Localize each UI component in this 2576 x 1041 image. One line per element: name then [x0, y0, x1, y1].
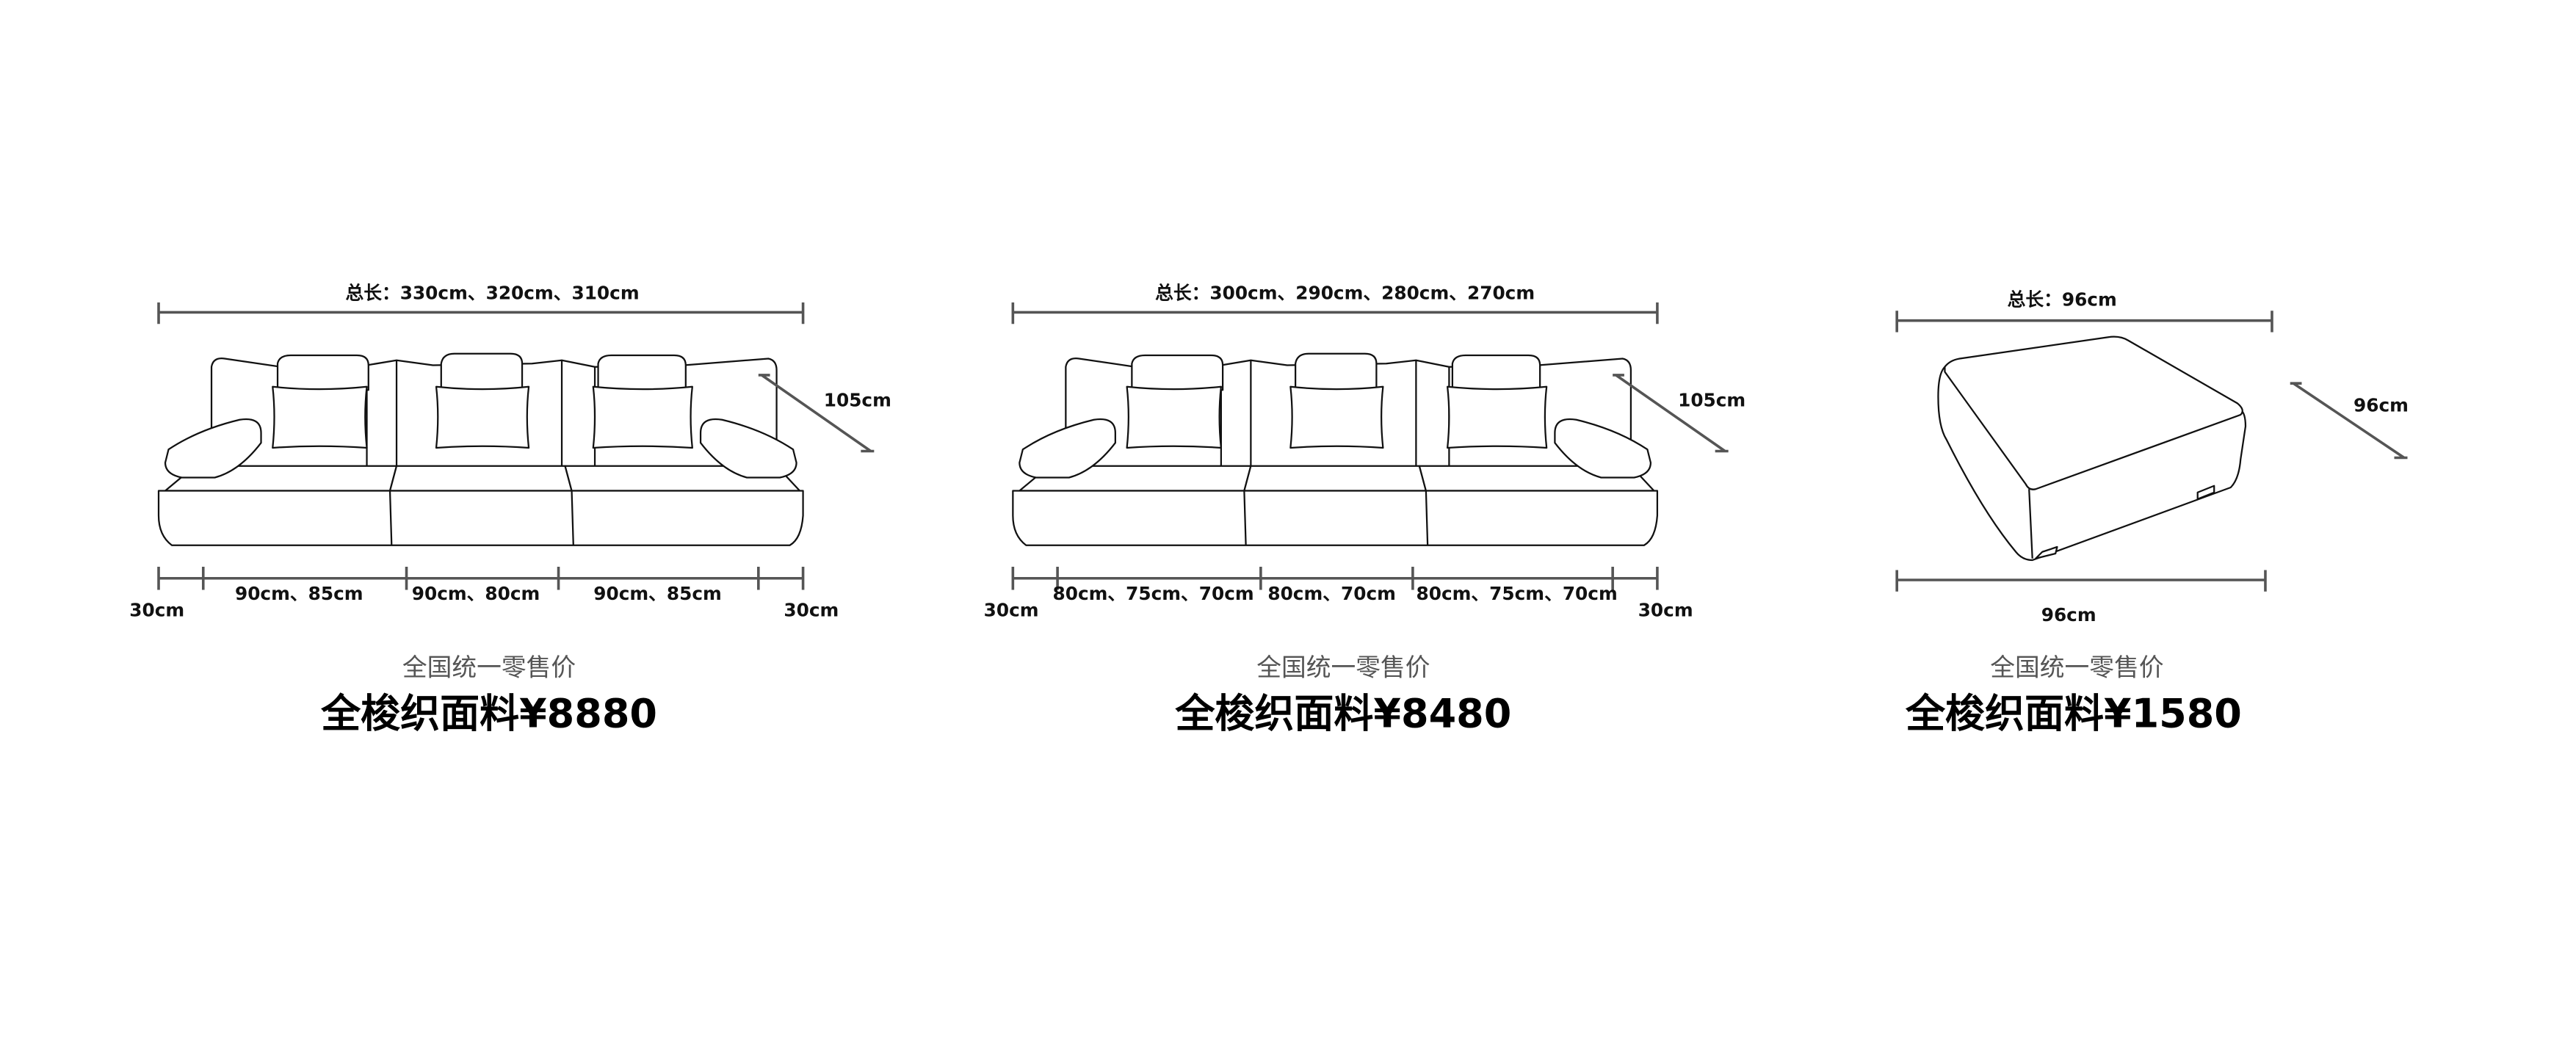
product-sofa-300: 总长：300cm、290cm、280cm、270cm 105cm 30cm 80…	[984, 282, 1746, 736]
segment-dimension-line	[157, 567, 805, 590]
width-dimension-line	[1895, 570, 2267, 592]
segment-label: 80cm、70cm	[1267, 583, 1396, 604]
sofa-drawing	[1012, 352, 1659, 546]
price: 全梭织面料¥8880	[320, 690, 657, 736]
depth-label: 105cm	[1678, 390, 1745, 411]
segment-dimension-line	[1011, 567, 1659, 590]
depth-dimension-line	[1613, 374, 1729, 453]
segment-label: 90cm、80cm	[412, 583, 540, 604]
width-label: 96cm	[2041, 604, 2096, 625]
total-length-label: 总长：300cm、290cm、280cm、270cm	[1155, 282, 1535, 303]
depth-dimension-line	[758, 374, 875, 453]
price-caption: 全国统一零售价	[1990, 653, 2163, 682]
arm-left-label: 30cm	[984, 600, 1039, 621]
arm-right-label: 30cm	[1638, 600, 1693, 621]
ottoman-drawing	[1937, 335, 2247, 562]
price-caption: 全国统一零售价	[402, 653, 576, 682]
product-sofa-330: 总长：330cm、320cm、310cm 105cm 30cm 90cm、85c…	[129, 282, 891, 736]
arm-right-label: 30cm	[784, 600, 839, 621]
product-ottoman: 总长：96cm 96cm 96cm 全国统一零售价 全梭织面料¥1580	[1895, 289, 2409, 736]
price: 全梭织面料¥1580	[1905, 690, 2242, 736]
arm-left-label: 30cm	[129, 600, 184, 621]
segment-label: 80cm、75cm、70cm	[1053, 583, 1254, 604]
depth-label: 105cm	[824, 390, 891, 411]
segment-label: 90cm、85cm	[235, 583, 363, 604]
price-caption: 全国统一零售价	[1256, 653, 1430, 682]
total-length-label: 总长：330cm、320cm、310cm	[345, 282, 639, 303]
total-length-label: 总长：96cm	[2008, 289, 2117, 310]
price: 全梭织面料¥8480	[1174, 690, 1511, 736]
total-length-dimension-line	[157, 302, 805, 324]
total-length-dimension-line	[1895, 311, 2273, 333]
total-length-dimension-line	[1011, 302, 1659, 324]
segment-label: 80cm、75cm、70cm	[1417, 583, 1618, 604]
segment-label: 90cm、85cm	[593, 583, 722, 604]
sofa-drawing	[157, 352, 804, 546]
depth-label: 96cm	[2354, 394, 2409, 416]
depth-dimension-line	[2290, 382, 2408, 460]
